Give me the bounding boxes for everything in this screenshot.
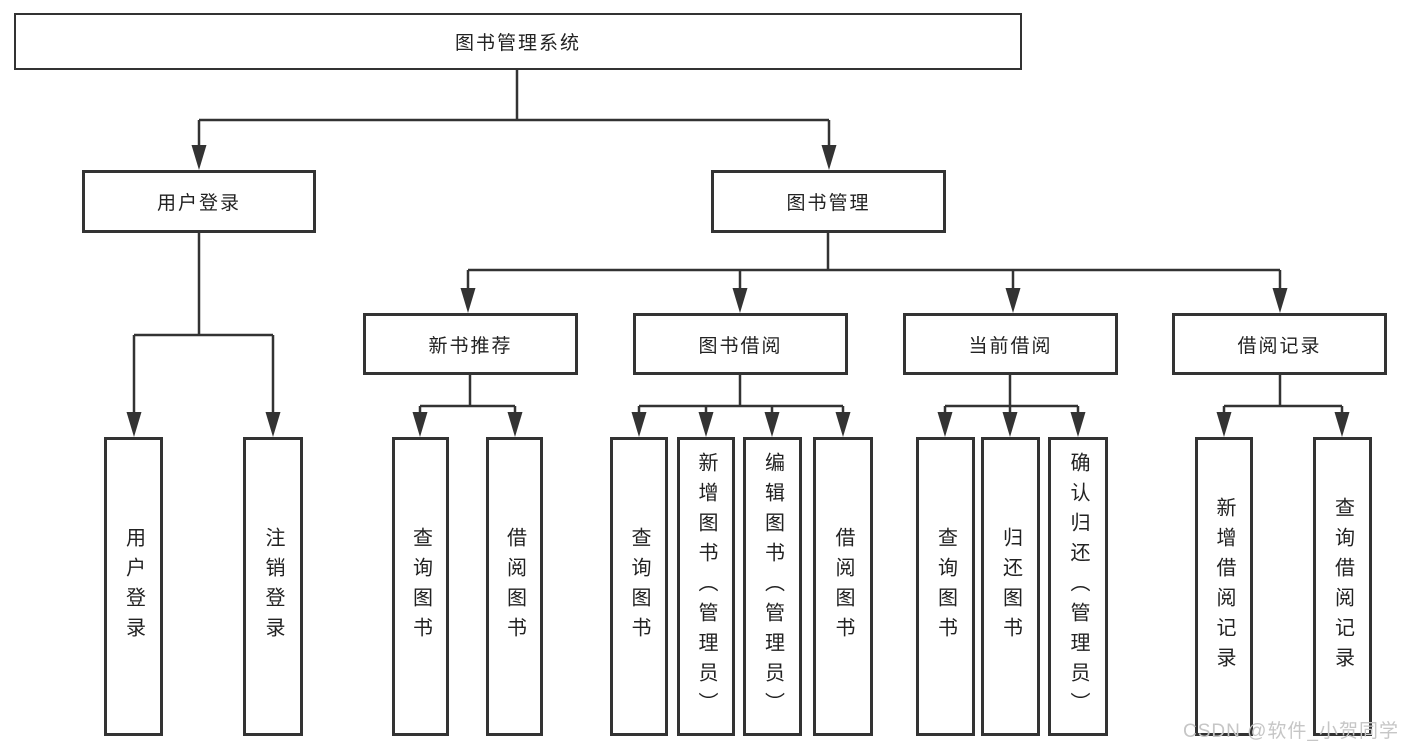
leaf-return-books: 归还图书	[981, 437, 1040, 736]
node-user-login: 用户登录	[82, 170, 316, 233]
leaf-query-books-3-label: 查询图书	[934, 526, 957, 647]
leaf-logout: 注销登录	[243, 437, 303, 736]
leaf-confirm-return-admin-label: 确认归还（管理员）	[1067, 451, 1089, 722]
leaf-confirm-return-admin: 确认归还（管理员）	[1048, 437, 1108, 736]
leaf-borrow-books-1-label: 借阅图书	[503, 526, 526, 647]
node-book-borrow-label: 图书借阅	[698, 335, 783, 357]
node-root-library-system: 图书管理系统	[14, 13, 1022, 70]
node-book-borrow: 图书借阅	[633, 313, 848, 375]
node-borrow-records: 借阅记录	[1172, 313, 1387, 375]
leaf-user-login-label: 用户登录	[122, 526, 145, 647]
node-root-label: 图书管理系统	[454, 33, 581, 54]
arrowheads	[126, 145, 1350, 437]
leaf-edit-books-admin: 编辑图书（管理员）	[743, 437, 802, 736]
leaf-query-books-2: 查询图书	[610, 437, 668, 736]
leaf-logout-label: 注销登录	[262, 526, 284, 647]
leaf-add-books-admin-label: 新增图书（管理员）	[695, 451, 717, 722]
leaf-add-borrow-record-label: 新增借阅记录	[1213, 496, 1235, 677]
leaf-query-borrow-record: 查询借阅记录	[1313, 437, 1372, 736]
node-user-login-label: 用户登录	[156, 193, 241, 214]
leaf-return-books-label: 归还图书	[999, 526, 1022, 647]
node-book-management: 图书管理	[711, 170, 946, 233]
leaf-add-books-admin: 新增图书（管理员）	[677, 437, 735, 736]
node-current-borrow: 当前借阅	[903, 313, 1118, 375]
node-current-borrow-label: 当前借阅	[968, 335, 1053, 357]
leaf-user-login: 用户登录	[104, 437, 163, 736]
leaf-query-borrow-record-label: 查询借阅记录	[1331, 496, 1354, 677]
leaf-query-books-1-label: 查询图书	[409, 526, 432, 647]
leaf-query-books-1: 查询图书	[392, 437, 449, 736]
leaf-query-books-2-label: 查询图书	[628, 526, 650, 647]
leaf-edit-books-admin-label: 编辑图书（管理员）	[761, 451, 784, 722]
leaf-borrow-books-2-label: 借阅图书	[832, 526, 854, 647]
leaf-borrow-books-1: 借阅图书	[486, 437, 543, 736]
node-new-book-recommend-label: 新书推荐	[428, 335, 513, 357]
leaf-borrow-books-2: 借阅图书	[813, 437, 873, 736]
node-new-book-recommend: 新书推荐	[363, 313, 578, 375]
node-borrow-records-label: 借阅记录	[1237, 335, 1322, 357]
csdn-watermark: CSDN @软件_小贺同学	[1183, 721, 1399, 742]
leaf-add-borrow-record: 新增借阅记录	[1195, 437, 1253, 736]
node-book-management-label: 图书管理	[786, 193, 871, 214]
leaf-query-books-3: 查询图书	[916, 437, 975, 736]
